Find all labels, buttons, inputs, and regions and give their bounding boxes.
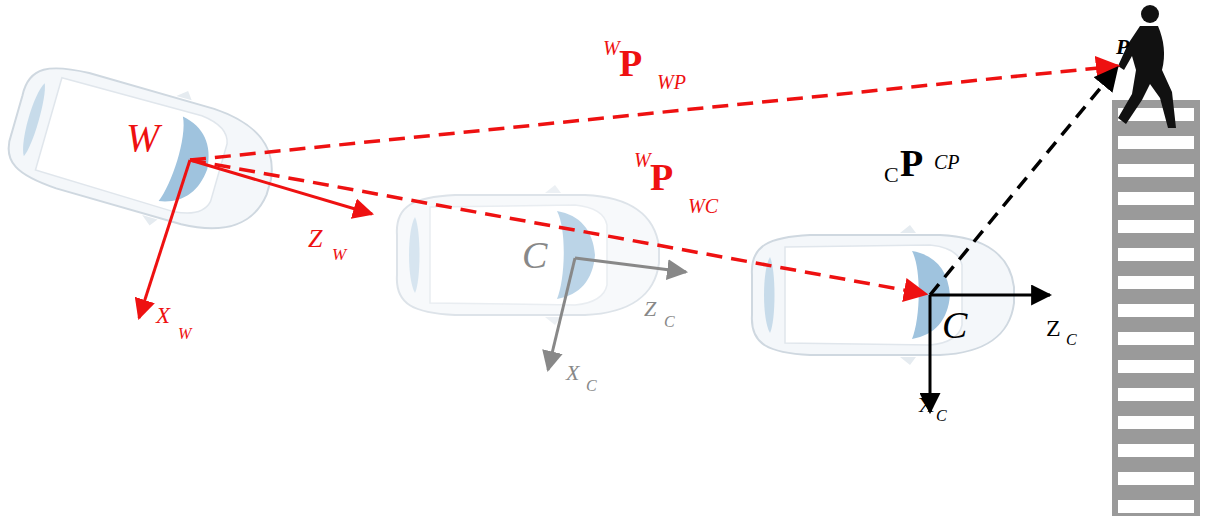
crosswalk xyxy=(1112,100,1200,516)
axis-xw xyxy=(139,160,190,318)
vector-symbol: P xyxy=(900,144,923,182)
axis-letter: X xyxy=(566,362,579,384)
axis-zc-previous xyxy=(575,258,686,272)
vector-symbol: P xyxy=(650,158,673,196)
axis-xc-previous xyxy=(548,258,575,370)
vector-wc xyxy=(190,160,926,294)
axis-letter: Z xyxy=(1046,316,1061,340)
frame-origin: C xyxy=(942,306,967,344)
point-label: P xyxy=(1116,36,1129,58)
car-start xyxy=(0,47,288,254)
axis-letter: X xyxy=(918,394,934,416)
vector-symbol: P xyxy=(619,44,642,82)
axis-subscript: W xyxy=(178,326,191,342)
axis-subscript: C xyxy=(586,378,597,394)
pedestrian-silhouette xyxy=(1118,5,1176,128)
axis-letter: Z xyxy=(644,298,656,320)
frame-origin: C xyxy=(522,236,547,274)
axis-subscript: C xyxy=(1066,332,1077,348)
axis-subscript: C xyxy=(664,314,675,330)
axis-zc xyxy=(930,294,1050,297)
vector-superscript: W xyxy=(634,150,651,170)
frame-origin: W xyxy=(126,118,159,158)
vector-superscript: W xyxy=(603,38,620,58)
vector-superscript: C xyxy=(884,164,899,186)
vector-subscript: WP xyxy=(657,72,686,92)
vector-subscript: WC xyxy=(688,196,718,216)
axis-letter: X xyxy=(156,304,170,327)
vector-subscript: CP xyxy=(934,152,960,172)
axis-letter: Z xyxy=(308,226,322,252)
vector-wp xyxy=(190,66,1118,160)
axis-subscript: W xyxy=(332,246,346,263)
vector-cp xyxy=(930,68,1117,295)
axis-subscript: C xyxy=(936,408,947,424)
axis-zw xyxy=(190,160,372,214)
